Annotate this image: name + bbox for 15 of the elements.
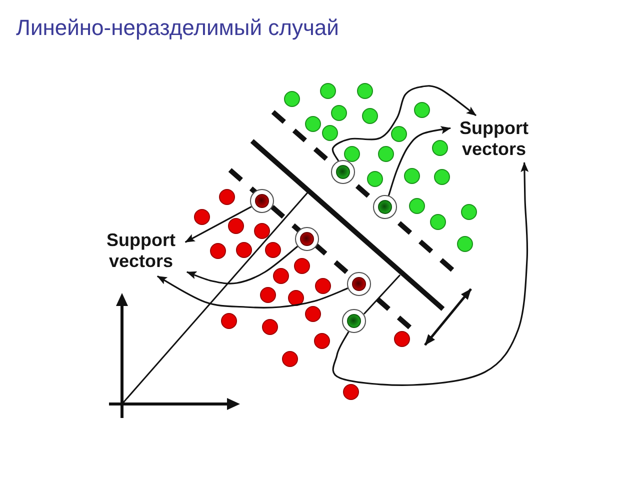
support-vector-ring — [250, 189, 274, 213]
support-vector-ring — [373, 195, 397, 219]
curved-arrow — [186, 246, 298, 284]
support-vector-ring — [295, 227, 319, 251]
support-vector-ring — [342, 309, 366, 333]
curved-arrow — [156, 276, 348, 308]
curved-arrow — [332, 85, 476, 162]
slide-title: Линейно-неразделимый случай — [16, 14, 339, 42]
curved-arrow — [332, 162, 529, 386]
curved-arrow — [184, 206, 252, 243]
support-vector-ring — [331, 160, 355, 184]
curved-arrow — [388, 126, 451, 196]
support-vector-ring — [347, 272, 371, 296]
support-vectors-label: Support vectors — [100, 230, 182, 272]
support-vectors-label: Support vectors — [453, 118, 535, 160]
